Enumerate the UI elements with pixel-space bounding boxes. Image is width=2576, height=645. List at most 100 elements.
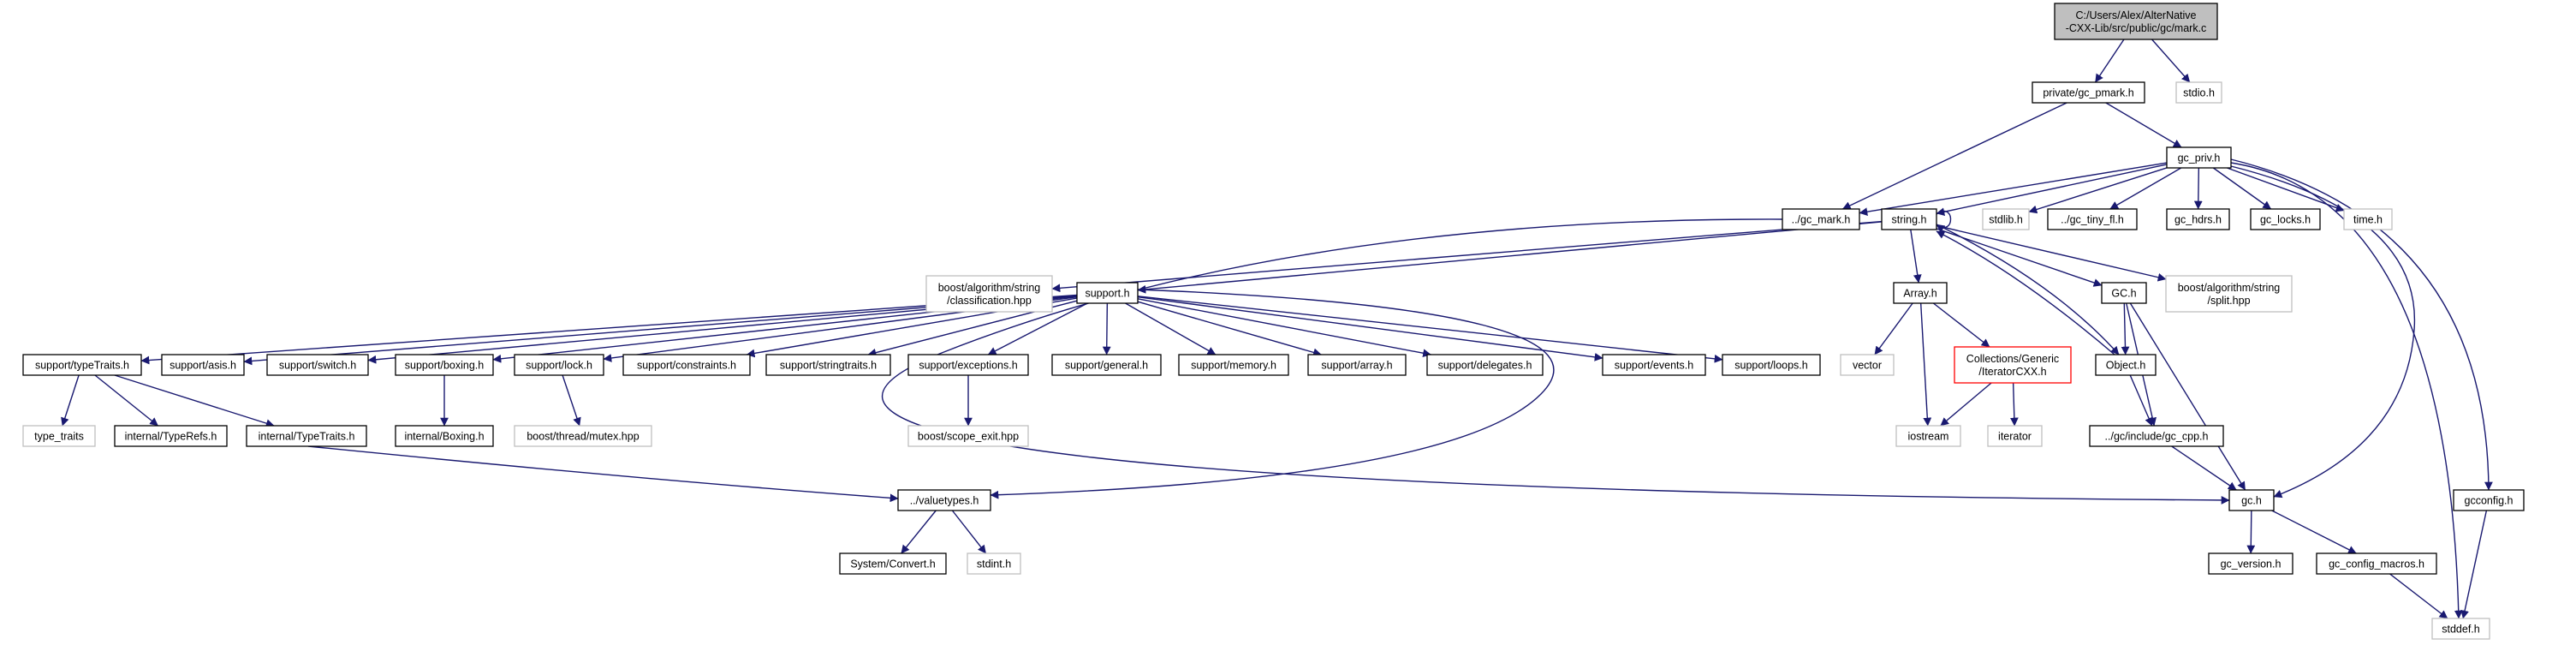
node-box[interactable] — [161, 354, 245, 376]
node-typeTraits[interactable]: support/typeTraits.h — [22, 354, 142, 376]
node-box[interactable] — [1782, 208, 1860, 230]
node-loops[interactable]: support/loops.h — [1722, 354, 1821, 376]
node-box[interactable] — [967, 552, 1021, 575]
node-internal-typerefs[interactable]: internal/TypeRefs.h — [114, 425, 228, 447]
node-box[interactable] — [2054, 3, 2218, 40]
node-object[interactable]: Object.h — [2095, 354, 2157, 376]
node-boost-classification[interactable]: boost/algorithm/string/classification.hp… — [925, 275, 1053, 313]
node-gc-pmark[interactable]: private/gc_pmark.h — [2032, 81, 2145, 104]
node-gc-hdrs[interactable]: gc_hdrs.h — [2166, 208, 2230, 230]
node-sarray[interactable]: support/array.h — [1307, 354, 1407, 376]
node-box[interactable] — [2165, 275, 2293, 313]
node-box[interactable] — [925, 275, 1053, 313]
node-valuetypes[interactable]: ../valuetypes.h — [897, 489, 991, 511]
node-stddef[interactable]: stddef.h — [2431, 618, 2490, 640]
node-box[interactable] — [1954, 346, 2072, 384]
node-root[interactable]: C:/Users/Alex/AlterNative-CXX-Lib/src/pu… — [2054, 3, 2218, 40]
node-box[interactable] — [246, 425, 367, 447]
node-box[interactable] — [2095, 354, 2157, 376]
node-vector[interactable]: vector — [1840, 354, 1895, 376]
node-box[interactable] — [1893, 282, 1948, 304]
node-gc-priv[interactable]: gc_priv.h — [2166, 146, 2232, 169]
node-system-convert[interactable]: System/Convert.h — [839, 552, 947, 575]
node-internal-boxing[interactable]: internal/Boxing.h — [395, 425, 494, 447]
node-string[interactable]: string.h — [1881, 208, 1937, 230]
node-stdlib[interactable]: stdlib.h — [1982, 208, 2030, 230]
node-box[interactable] — [1051, 354, 1162, 376]
node-box[interactable] — [907, 425, 1029, 447]
node-box[interactable] — [2316, 552, 2437, 575]
node-scope-exit[interactable]: boost/scope_exit.hpp — [907, 425, 1029, 447]
node-box[interactable] — [2208, 552, 2293, 575]
node-box[interactable] — [2250, 208, 2321, 230]
node-gc-tiny-fl[interactable]: ../gc_tiny_fl.h — [2047, 208, 2138, 230]
node-box[interactable] — [2453, 489, 2525, 511]
node-box[interactable] — [839, 552, 947, 575]
node-iteratorCXX[interactable]: Collections/Generic/IteratorCXX.h — [1954, 346, 2072, 384]
node-box[interactable] — [1307, 354, 1407, 376]
node-box[interactable] — [1076, 282, 1139, 304]
node-box[interactable] — [514, 425, 652, 447]
node-events[interactable]: support/events.h — [1602, 354, 1706, 376]
node-internal-typetraits[interactable]: internal/TypeTraits.h — [246, 425, 367, 447]
node-box[interactable] — [1178, 354, 1289, 376]
node-delegates[interactable]: support/delegates.h — [1426, 354, 1544, 376]
node-mutex[interactable]: boost/thread/mutex.hpp — [514, 425, 652, 447]
node-asis[interactable]: support/asis.h — [161, 354, 245, 376]
node-switch[interactable]: support/switch.h — [266, 354, 369, 376]
node-box[interactable] — [897, 489, 991, 511]
node-gc-mark[interactable]: ../gc_mark.h — [1782, 208, 1860, 230]
node-box[interactable] — [395, 354, 494, 376]
node-box[interactable] — [2228, 489, 2275, 511]
node-box[interactable] — [2166, 208, 2230, 230]
node-general[interactable]: support/general.h — [1051, 354, 1162, 376]
node-box[interactable] — [907, 354, 1029, 376]
node-box[interactable] — [2343, 208, 2393, 230]
node-box[interactable] — [1722, 354, 1821, 376]
node-iterator[interactable]: iterator — [1987, 425, 2043, 447]
node-box[interactable] — [395, 425, 494, 447]
node-box[interactable] — [1840, 354, 1895, 376]
node-box[interactable] — [1881, 208, 1937, 230]
node-stdio[interactable]: stdio.h — [2175, 81, 2222, 104]
node-box[interactable] — [2047, 208, 2138, 230]
node-iostream[interactable]: iostream — [1895, 425, 1961, 447]
node-gc-h[interactable]: gc.h — [2228, 489, 2275, 511]
node-box[interactable] — [2032, 81, 2145, 104]
node-lock[interactable]: support/lock.h — [514, 354, 604, 376]
node-box[interactable] — [2431, 618, 2490, 640]
node-gc-version[interactable]: gc_version.h — [2208, 552, 2293, 575]
node-box[interactable] — [2175, 81, 2222, 104]
node-box[interactable] — [2166, 146, 2232, 169]
node-box[interactable] — [22, 354, 142, 376]
node-box[interactable] — [1895, 425, 1961, 447]
node-time[interactable]: time.h — [2343, 208, 2393, 230]
node-box[interactable] — [1987, 425, 2043, 447]
node-box[interactable] — [2089, 425, 2224, 447]
node-box[interactable] — [266, 354, 369, 376]
node-box[interactable] — [622, 354, 751, 376]
node-box[interactable] — [765, 354, 891, 376]
node-box[interactable] — [1982, 208, 2030, 230]
node-memory[interactable]: support/memory.h — [1178, 354, 1289, 376]
node-gc-cpp[interactable]: ../gc/include/gc_cpp.h — [2089, 425, 2224, 447]
node-type-traits[interactable]: type_traits — [22, 425, 96, 447]
node-GC-h[interactable]: GC.h — [2101, 282, 2147, 304]
node-box[interactable] — [1426, 354, 1544, 376]
node-constraints[interactable]: support/constraints.h — [622, 354, 751, 376]
node-box[interactable] — [114, 425, 228, 447]
node-box[interactable] — [2101, 282, 2147, 304]
node-box[interactable] — [514, 354, 604, 376]
node-boxing[interactable]: support/boxing.h — [395, 354, 494, 376]
node-array-h[interactable]: Array.h — [1893, 282, 1948, 304]
node-gc-config-macros[interactable]: gc_config_macros.h — [2316, 552, 2437, 575]
node-box[interactable] — [1602, 354, 1706, 376]
node-support[interactable]: support.h — [1076, 282, 1139, 304]
node-gcconfig[interactable]: gcconfig.h — [2453, 489, 2525, 511]
node-stringtraits[interactable]: support/stringtraits.h — [765, 354, 891, 376]
node-exceptions[interactable]: support/exceptions.h — [907, 354, 1029, 376]
node-box[interactable] — [22, 425, 96, 447]
node-gc-locks[interactable]: gc_locks.h — [2250, 208, 2321, 230]
node-boost-split[interactable]: boost/algorithm/string/split.hpp — [2165, 275, 2293, 313]
node-stdint[interactable]: stdint.h — [967, 552, 1021, 575]
